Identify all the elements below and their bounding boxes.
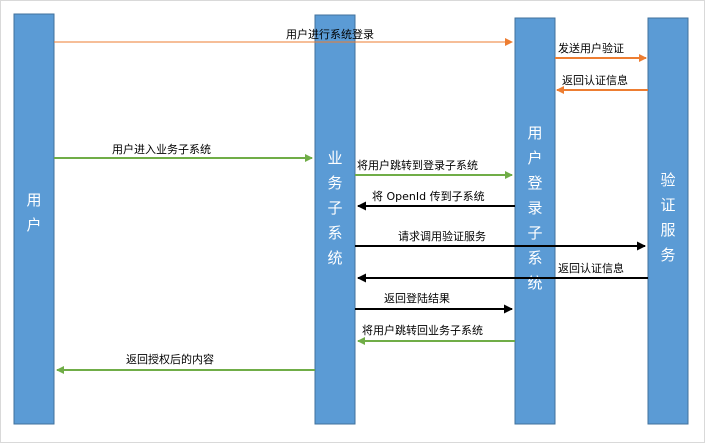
message-user-login-label: 用户进行系统登录 [286,27,374,41]
lane-biz-system: 业务子系统 [314,14,356,425]
lane-login-system-label: 用户登录子系统 [527,124,542,292]
lane-auth-service-label: 验证服务 [660,171,675,264]
message-return-auth-1: 返回认证信息 [556,73,648,94]
message-redirect-to-login: 将用户跳转到登录子系统 [355,158,513,179]
message-enter-biz: 用户进入业务子系统 [54,142,313,162]
message-return-content: 返回授权后的内容 [56,352,315,374]
lane-login-system: 用户登录子系统 [514,17,556,425]
message-send-verification-label: 发送用户验证 [558,41,624,55]
message-return-auth-2-label: 返回认证信息 [558,261,624,275]
message-pass-openid: 将 OpenId 传到子系统 [357,190,515,211]
message-return-auth-1-label: 返回认证信息 [562,73,628,87]
lane-user-label: 用户 [26,191,41,234]
message-redirect-back: 将用户跳转回业务子系统 [357,323,515,345]
lane-biz-system-label: 业务子系统 [327,149,342,267]
message-redirect-to-login-label: 将用户跳转到登录子系统 [357,158,478,172]
message-call-auth-label: 请求调用验证服务 [398,229,486,243]
message-call-auth: 请求调用验证服务 [355,229,646,251]
message-pass-openid-label: 将 OpenId 传到子系统 [372,190,485,203]
message-enter-biz-label: 用户进入业务子系统 [112,142,211,156]
message-user-login: 用户进行系统登录 [54,27,513,46]
message-redirect-back-label: 将用户跳转回业务子系统 [362,323,483,337]
message-return-content-label: 返回授权后的内容 [126,352,214,366]
lane-user: 用户 [13,13,55,425]
message-return-login-result: 返回登陆结果 [355,291,513,314]
message-return-login-result-label: 返回登陆结果 [384,291,450,305]
message-return-auth-2: 返回认证信息 [357,261,648,283]
lane-auth-service: 验证服务 [647,17,689,425]
message-send-verification: 发送用户验证 [555,41,647,62]
